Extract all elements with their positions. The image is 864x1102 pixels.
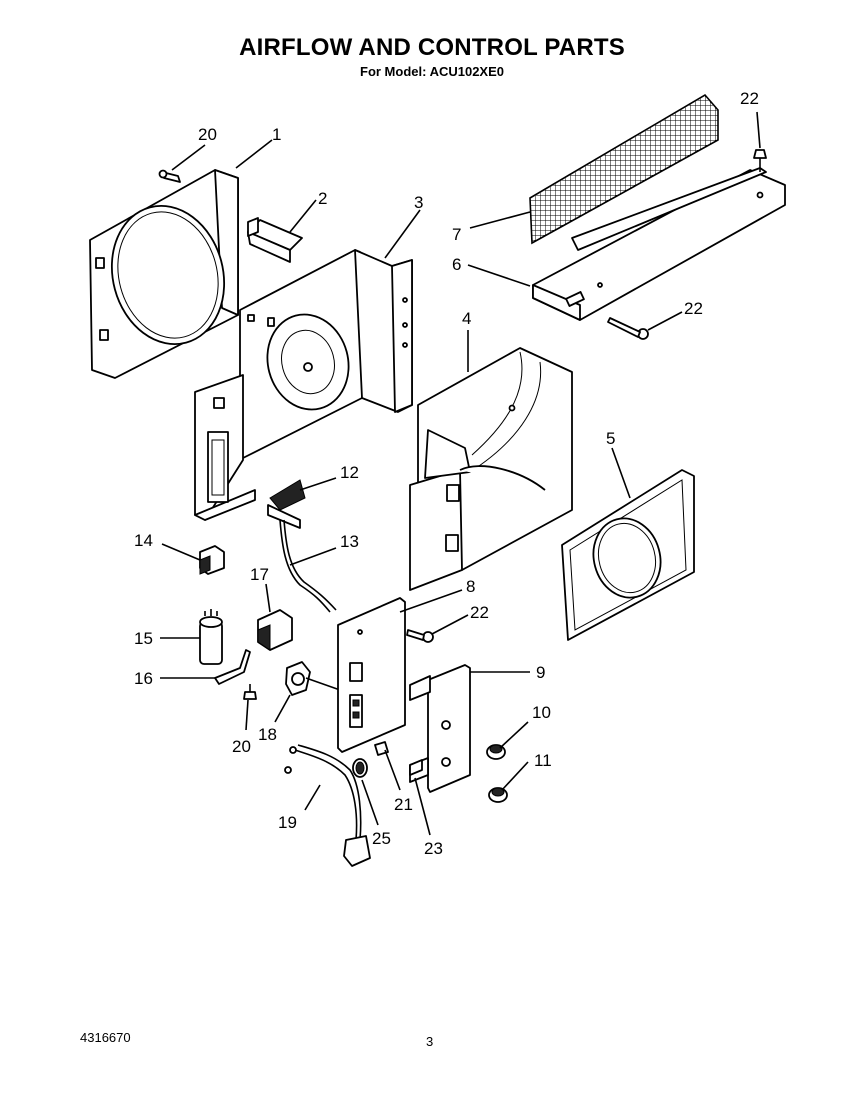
callout-13: 13 <box>340 532 359 551</box>
part-7-filter-mesh <box>529 93 719 245</box>
callout-22-top: 22 <box>740 89 759 108</box>
callout-11: 11 <box>534 751 552 770</box>
callout-16: 16 <box>134 669 153 688</box>
screw-21 <box>374 741 389 756</box>
callout-labels: 1 20 2 3 22 7 6 22 4 5 12 13 14 17 8 22 … <box>134 89 759 858</box>
screw-20-top <box>158 169 181 183</box>
part-11-knob <box>488 787 508 803</box>
callout-6: 6 <box>452 255 461 274</box>
part-18-thermostat <box>285 661 341 696</box>
part-6-filter-tray <box>532 167 786 321</box>
screw-22-mid <box>607 317 649 340</box>
model-subtitle: For Model: ACU102XE0 <box>360 64 504 79</box>
callout-15: 15 <box>134 629 153 648</box>
part-4-scroll-panel <box>409 347 573 591</box>
callout-20-top: 20 <box>198 125 217 144</box>
page-title: AIRFLOW AND CONTROL PARTS <box>239 34 625 61</box>
callout-22-control: 22 <box>470 603 489 622</box>
part-13-harness <box>279 519 337 613</box>
callout-22-mid: 22 <box>684 299 703 318</box>
page-number: 3 <box>426 1034 434 1049</box>
part-2-bracket <box>247 217 303 263</box>
callout-14: 14 <box>134 531 153 550</box>
part-12-bracket <box>267 479 306 529</box>
part-25-strain-relief <box>352 758 368 778</box>
callout-9: 9 <box>536 663 545 682</box>
callout-17: 17 <box>250 565 269 584</box>
part-10-knob <box>486 744 506 760</box>
callout-20-lower: 20 <box>232 737 251 756</box>
part-9-control-housing <box>409 664 471 793</box>
leader-lines <box>160 111 761 836</box>
callout-8: 8 <box>466 577 475 596</box>
screw-20-lower <box>243 684 257 700</box>
callout-19: 19 <box>278 813 297 832</box>
document-number: 4316670 <box>80 1030 131 1045</box>
part-16-strap <box>214 649 251 685</box>
callout-23: 23 <box>424 839 443 858</box>
part-17-switch <box>257 609 293 651</box>
callout-10: 10 <box>532 703 551 722</box>
part-5-grille-frame <box>561 469 695 641</box>
screw-22-control <box>406 629 434 643</box>
callout-5: 5 <box>606 429 615 448</box>
part-23-clip <box>409 759 423 776</box>
callout-3: 3 <box>414 193 423 212</box>
part-3-orifice-panel <box>194 249 413 521</box>
callout-25: 25 <box>372 829 391 848</box>
callout-2: 2 <box>318 189 327 208</box>
part-14-relay <box>199 545 225 575</box>
part-8-control-plate <box>337 597 406 753</box>
callout-12: 12 <box>340 463 359 482</box>
callout-4: 4 <box>462 309 471 328</box>
part-15-capacitor <box>199 609 223 665</box>
part-19-power-cord <box>284 744 371 867</box>
callout-7: 7 <box>452 225 461 244</box>
callout-21: 21 <box>394 795 413 814</box>
callout-1: 1 <box>272 125 281 144</box>
screw-22-top <box>753 149 767 172</box>
part-1-shroud <box>89 169 239 379</box>
callout-18: 18 <box>258 725 277 744</box>
